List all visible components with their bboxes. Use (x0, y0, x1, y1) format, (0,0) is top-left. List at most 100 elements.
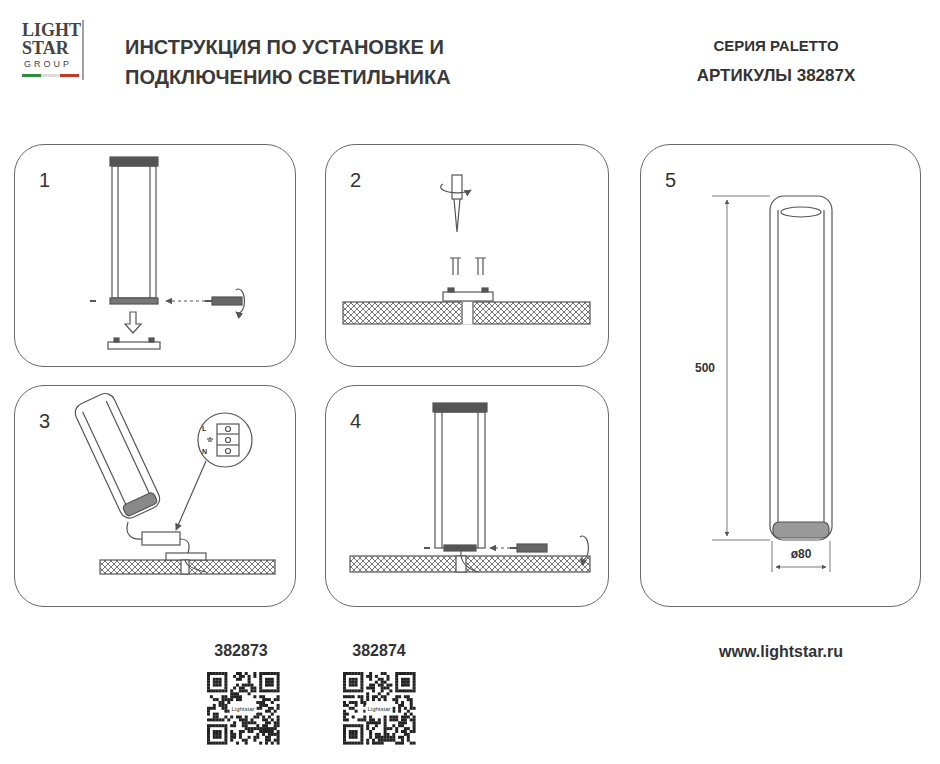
qr-module (384, 739, 387, 742)
qr-module (224, 678, 227, 681)
qr-module (236, 678, 239, 681)
qr-module (268, 710, 271, 713)
qr-module (410, 707, 413, 710)
qr-module (378, 684, 381, 687)
qr-module (398, 710, 401, 713)
qr-module (355, 672, 358, 675)
qr-module (216, 684, 219, 687)
qr-module (395, 730, 398, 733)
qr-module (352, 733, 355, 736)
qr-module (233, 687, 236, 690)
qr-module (222, 707, 225, 710)
qr-module (222, 704, 225, 707)
qr-module (219, 718, 222, 721)
qr-module (372, 698, 375, 701)
qr-module (346, 713, 349, 716)
qr-module (251, 721, 254, 724)
qr-module (346, 742, 349, 745)
qr-module (242, 689, 245, 692)
qr-module (346, 718, 349, 721)
qr-module (369, 678, 372, 681)
qr-module (413, 684, 416, 687)
qr-module (268, 681, 271, 684)
qr-module (271, 681, 274, 684)
qr-module (401, 721, 404, 724)
qr-module (352, 730, 355, 733)
qr-module (384, 724, 387, 727)
qr-module (398, 672, 401, 675)
qr-module (372, 739, 375, 742)
qr-module (352, 701, 355, 704)
qr-module (277, 707, 280, 710)
qr-module (369, 718, 372, 721)
qr-module (404, 681, 407, 684)
qr-module (384, 718, 387, 721)
qr-module (213, 713, 216, 716)
qr-module (343, 681, 346, 684)
qr-module (253, 721, 256, 724)
qr-module (378, 736, 381, 739)
qr-module (224, 739, 227, 742)
qr-module (360, 727, 363, 730)
qr-module (384, 716, 387, 719)
qr-module (343, 713, 346, 716)
qr-module (224, 724, 227, 727)
qr-module (268, 707, 271, 710)
qr-module (219, 678, 222, 681)
qr-module (349, 672, 352, 675)
qr-module (248, 721, 251, 724)
qr-module (401, 730, 404, 733)
step3-illustration (72, 390, 275, 574)
qr-module (360, 724, 363, 727)
qr-module (401, 701, 404, 704)
qr-module (239, 730, 242, 733)
qr-module (384, 695, 387, 698)
qr-module (259, 707, 262, 710)
qr-module (271, 730, 274, 733)
qr-module (207, 730, 210, 733)
qr-module (253, 687, 256, 690)
qr-module (369, 733, 372, 736)
qr-module (360, 733, 363, 736)
qr-module (259, 672, 262, 675)
qr-module (413, 675, 416, 678)
qr-module (404, 727, 407, 730)
qr-module (413, 721, 416, 724)
qr-module (227, 698, 230, 701)
qr-module (251, 689, 254, 692)
qr-module (343, 727, 346, 730)
qr-module (207, 733, 210, 736)
qr-module (265, 710, 268, 713)
qr-module (213, 718, 216, 721)
qr-module (369, 730, 372, 733)
qr-module (259, 684, 262, 687)
qr-module (366, 721, 369, 724)
qr-module (262, 695, 265, 698)
qr-module (219, 684, 222, 687)
qr-module (392, 710, 395, 713)
qr-module (349, 742, 352, 745)
qr-module (219, 736, 222, 739)
qr-module (360, 684, 363, 687)
qr-module (410, 704, 413, 707)
qr-module (413, 716, 416, 719)
qr-module (274, 672, 277, 675)
qr-module (343, 684, 346, 687)
logo-text: LIGHT (22, 21, 81, 39)
qr-module (230, 724, 233, 727)
qr-module (265, 718, 268, 721)
qr-module (413, 678, 416, 681)
qr-module (413, 689, 416, 692)
qr-module (343, 730, 346, 733)
qr-module (366, 687, 369, 690)
qr-module (259, 727, 262, 730)
qr-module (268, 739, 271, 742)
qr-module (387, 692, 390, 695)
qr-module (271, 701, 274, 704)
qr-module (404, 733, 407, 736)
qr-module (239, 672, 242, 675)
qr-module (207, 687, 210, 690)
qr-module (366, 739, 369, 742)
qr-module (207, 681, 210, 684)
qr-module (213, 730, 216, 733)
